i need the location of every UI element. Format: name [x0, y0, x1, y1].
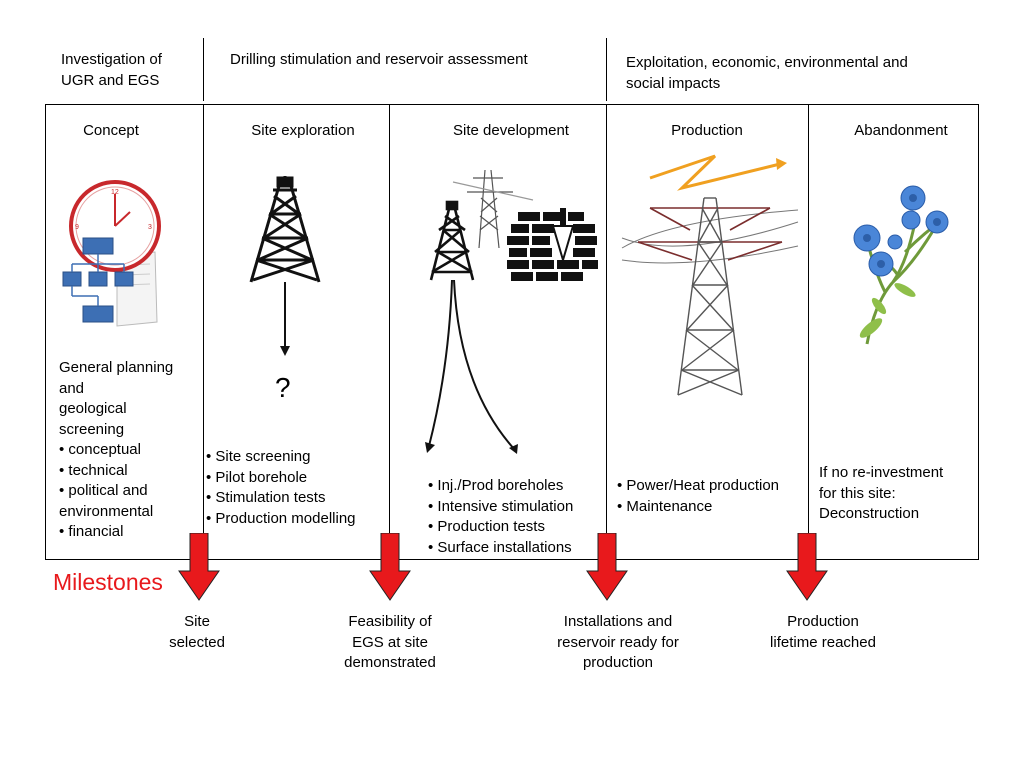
milestone-arrow-4 — [786, 533, 828, 601]
column-divider-1 — [203, 104, 204, 560]
rig-pylon-brickwall-icon — [425, 169, 598, 454]
column-divider-4 — [808, 104, 809, 560]
milestone-label-3: Installations and reservoir ready for pr… — [557, 613, 679, 671]
site-exploration-description: • Site screening • Pilot borehole • Stim… — [206, 448, 356, 527]
milestone-label-1: Site selected — [169, 613, 225, 651]
milestones-title: Milestones — [53, 569, 163, 595]
milestone-label-2: Feasibility of EGS at site demonstrated — [344, 613, 436, 671]
column-divider-3 — [606, 104, 607, 560]
drilling-rig-icon — [249, 176, 321, 356]
production-description: • Power/Heat production • Maintenance — [617, 477, 780, 515]
column-title-abandonment: Abandonment — [854, 122, 948, 139]
column-title-production: Production — [671, 122, 743, 139]
milestone-label-4: Production lifetime reached — [770, 613, 876, 651]
milestone-arrow-1 — [178, 533, 220, 601]
abandonment-description: If no re-investment for this site: Decon… — [819, 464, 944, 522]
phase-header-investigation: Investigation of UGR and EGS — [61, 51, 162, 89]
svg-text:3: 3 — [148, 224, 152, 231]
power-pylon-icon — [621, 154, 799, 396]
svg-text:12: 12 — [111, 189, 119, 196]
chicory-flower-icon — [853, 185, 949, 345]
phase-header-drilling: Drilling stimulation and reservoir asses… — [230, 51, 528, 68]
milestone-arrow-3 — [586, 533, 628, 601]
header-divider-2 — [606, 38, 607, 101]
site-development-description: • Inj./Prod boreholes • Intensive stimul… — [428, 477, 574, 556]
column-title-site-exploration: Site exploration — [251, 122, 355, 139]
uncertain-result-icon: ? — [275, 372, 291, 403]
phase-header-exploitation: Exploitation, economic, environmental an… — [626, 54, 908, 92]
column-title-concept: Concept — [83, 122, 139, 139]
milestone-arrow-2 — [369, 533, 411, 601]
column-divider-2 — [389, 104, 390, 560]
header-divider-1 — [203, 38, 204, 101]
concept-description: General planning and geological screenin… — [59, 359, 174, 540]
column-title-site-development: Site development — [453, 122, 569, 139]
svg-text:9: 9 — [75, 224, 79, 231]
phases-table — [45, 104, 979, 560]
clock-flowchart-icon: 12 3 9 — [62, 180, 161, 327]
